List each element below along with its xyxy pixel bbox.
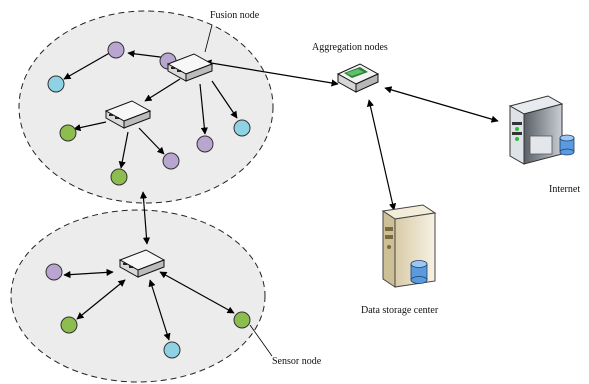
- sensor-nodes: [45, 41, 251, 359]
- edge: [144, 78, 181, 102]
- sensor-node-purple: [107, 41, 125, 59]
- data-storage-icon: [381, 204, 437, 288]
- data-storage-center-label: Data storage center: [361, 305, 439, 316]
- fusion-node-device: [104, 100, 152, 129]
- internet-label: Internet: [549, 184, 580, 195]
- edge: [118, 131, 129, 169]
- sensor-node-green: [59, 124, 77, 142]
- edge: [138, 127, 165, 155]
- sensor-node-green: [110, 168, 128, 186]
- fusion-node-label: Fusion node: [210, 10, 260, 21]
- sensor-node-green: [233, 311, 251, 329]
- edge: [204, 59, 339, 87]
- sensor-node-purple: [196, 135, 214, 153]
- edge: [139, 191, 151, 245]
- edge: [63, 50, 114, 80]
- edge: [159, 271, 235, 314]
- upper-cluster: [18, 10, 274, 204]
- aggregation-node-device: [336, 63, 380, 93]
- edge: [76, 279, 126, 320]
- sensor-node-purple: [45, 263, 63, 281]
- internet-server-icon: [508, 95, 575, 165]
- sensor-node-cyan: [163, 341, 181, 359]
- lower-cluster: [10, 209, 266, 383]
- sensor-node-cyan: [233, 119, 251, 137]
- edge: [211, 80, 238, 119]
- fusion-node-device: [166, 53, 214, 82]
- sensor-node-purple: [162, 152, 180, 170]
- sensor-node-cyan: [47, 75, 65, 93]
- sensor-node-leader: [249, 324, 273, 357]
- fusion-node-leader: [204, 24, 213, 53]
- edge: [199, 83, 208, 135]
- sensor-node-label: Sensor node: [272, 356, 322, 367]
- edges: [63, 50, 499, 341]
- aggregation-nodes-label: Aggregation nodes: [312, 42, 388, 53]
- edge: [366, 99, 397, 211]
- edge: [384, 86, 499, 123]
- edge: [63, 268, 114, 279]
- edge: [73, 121, 107, 132]
- fusion-node-device: [118, 249, 166, 278]
- sensor-node-green: [60, 316, 78, 334]
